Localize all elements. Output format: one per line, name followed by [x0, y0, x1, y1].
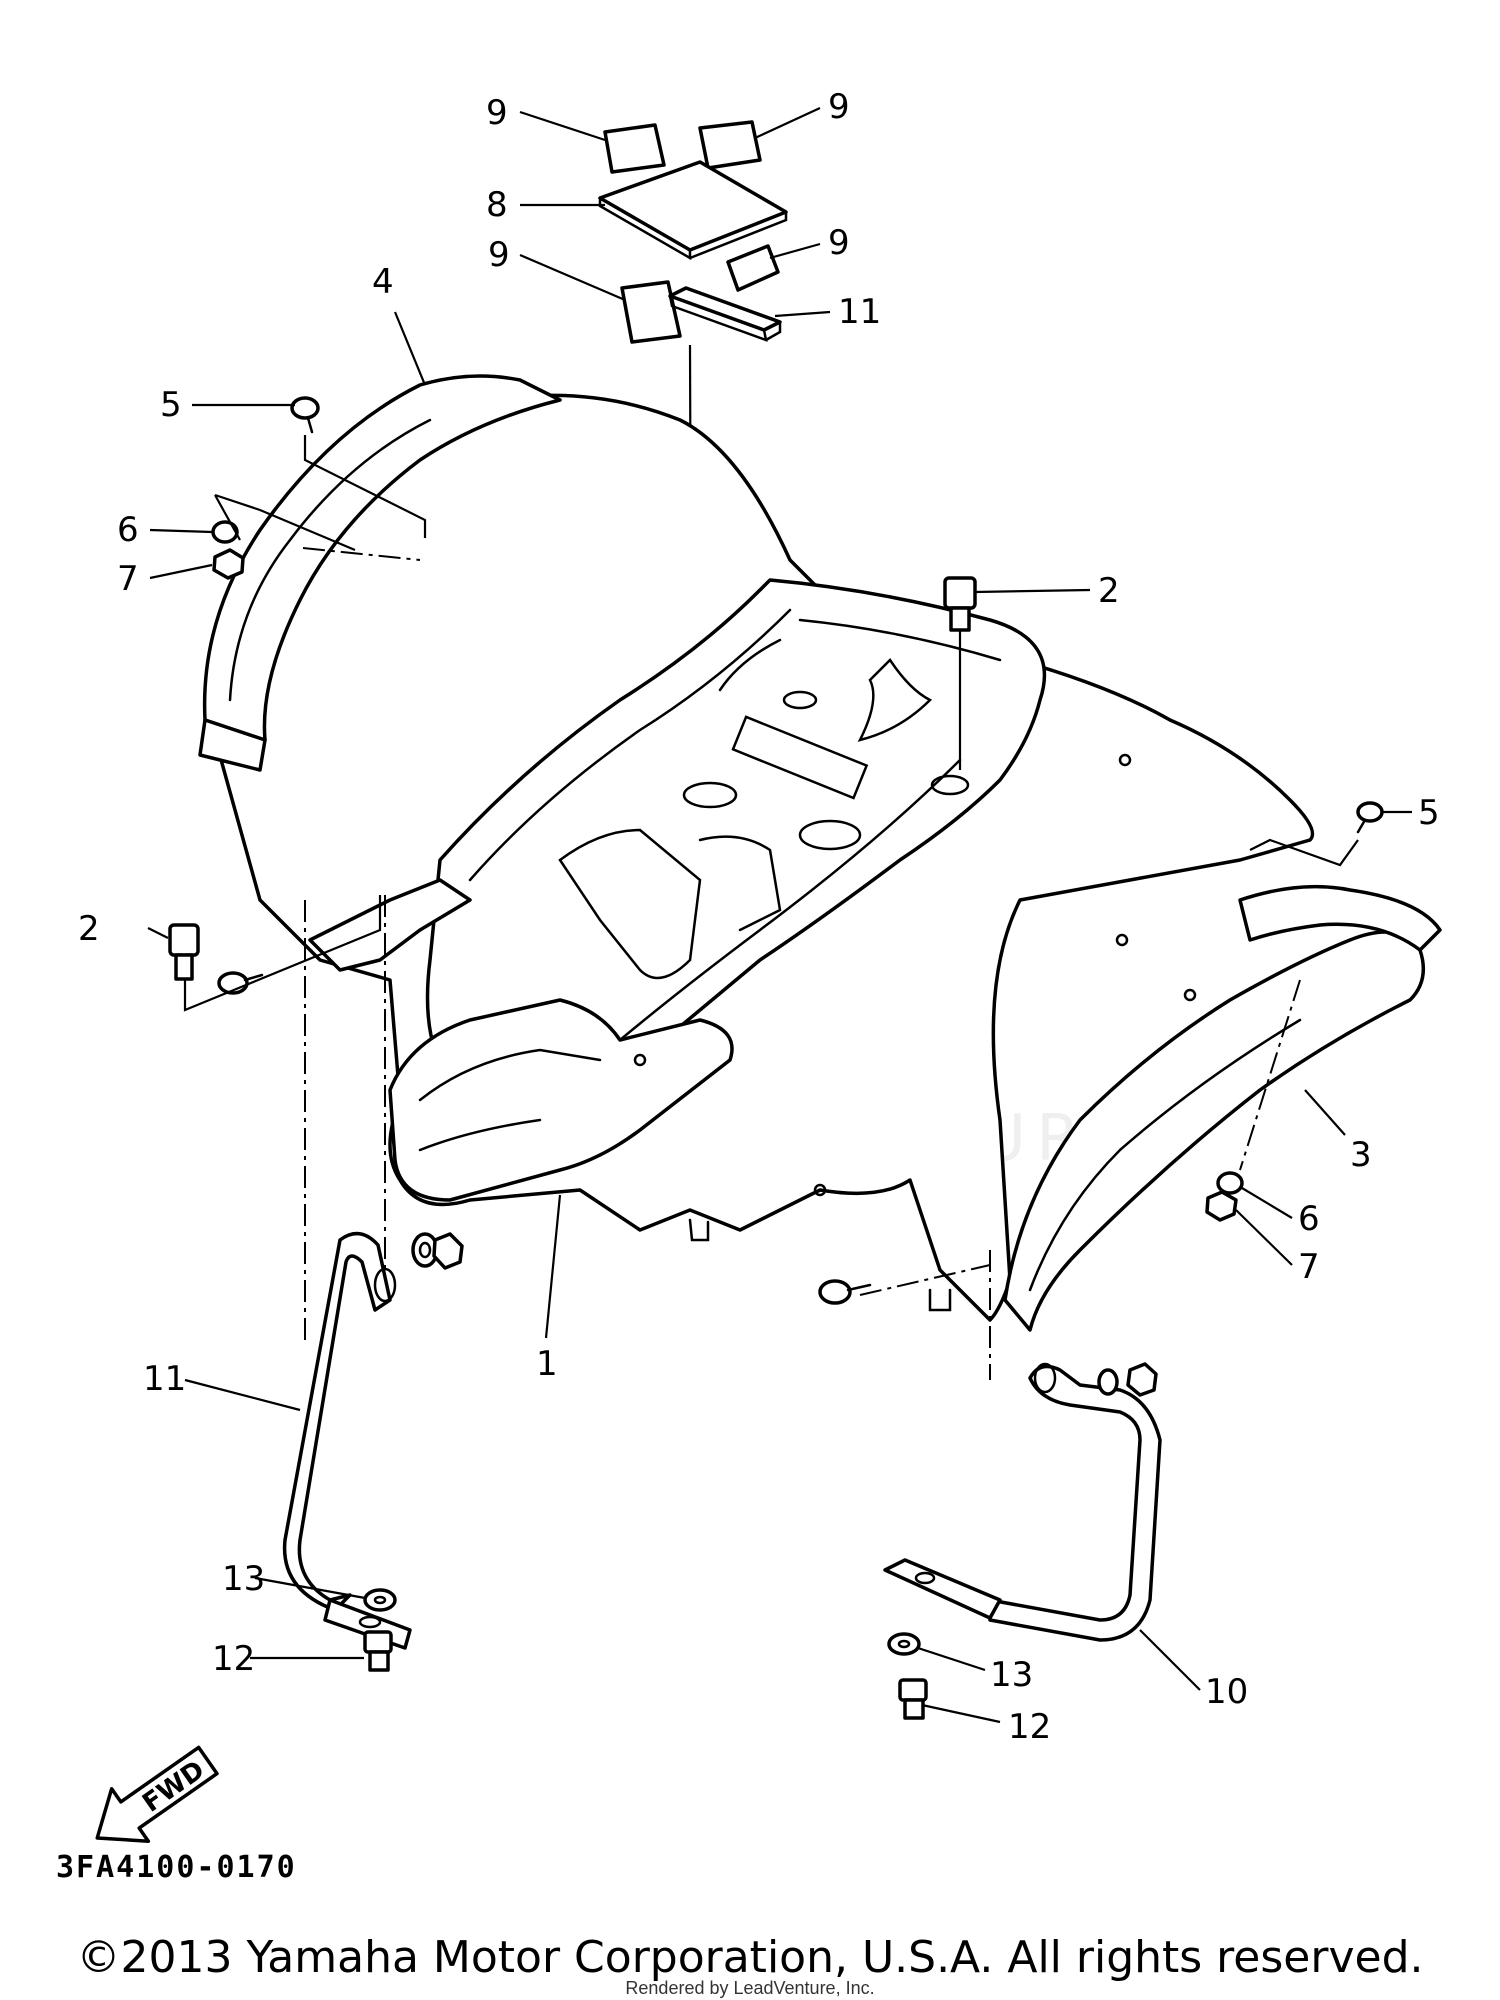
top-labels: [598, 120, 788, 344]
label-11-strip: [668, 286, 782, 332]
callout-numbers: 9 9 8 9 9 11 4 5 6 7 2 5 3 6 7 2 1 11 13…: [78, 87, 1440, 1747]
label-9-top-left: [603, 123, 666, 174]
callout-11-bottom: 11: [143, 1359, 186, 1399]
label-8: [598, 160, 788, 252]
callout-2-top: 2: [1098, 571, 1120, 611]
callout-9-right: 9: [828, 223, 850, 263]
label-9-top-right: [698, 120, 762, 170]
rendered-by-note: Rendered by LeadVenture, Inc.: [625, 1978, 875, 1998]
callout-9-top-left: 9: [486, 93, 508, 133]
callout-10: 10: [1205, 1672, 1248, 1712]
callout-12-right: 12: [1008, 1707, 1051, 1747]
callout-4: 4: [372, 262, 394, 302]
callout-6-left: 6: [117, 510, 139, 550]
nuts-right-bar: [1097, 1362, 1158, 1397]
callout-11-top: 11: [838, 292, 881, 332]
fasteners: [168, 396, 1384, 1720]
callout-13-right: 13: [990, 1655, 1033, 1695]
label-9-right: [726, 244, 780, 292]
callout-6-right: 6: [1298, 1199, 1320, 1239]
left-brace: [308, 878, 472, 972]
callout-7-right: 7: [1298, 1247, 1320, 1287]
side-flap-right: [1003, 884, 1442, 1332]
callout-13-left: 13: [222, 1559, 265, 1599]
leader-lines: [147, 107, 1412, 1724]
copyright-notice: ©2013 Yamaha Motor Corporation, U.S.A. A…: [76, 1932, 1424, 1983]
callout-3: 3: [1350, 1135, 1372, 1175]
callout-9-left: 9: [488, 235, 510, 275]
nuts-left-bar: [411, 1232, 464, 1270]
callout-2-left: 2: [78, 909, 100, 949]
grab-bar-right: [883, 1362, 1162, 1642]
callout-8: 8: [486, 185, 508, 225]
fwd-arrow: FWD: [95, 1745, 219, 1843]
diagram-code: 3FA4100-0170: [56, 1850, 297, 1885]
rear-fender-assembly: [208, 393, 1315, 1322]
callout-1: 1: [536, 1344, 558, 1384]
callout-9-top-right: 9: [828, 87, 850, 127]
callout-7-left: 7: [117, 559, 139, 599]
tub-slot: [731, 715, 869, 800]
assembly-lines: [183, 435, 1359, 1380]
front-storage-box: [388, 998, 734, 1202]
callout-5-right: 5: [1418, 793, 1440, 833]
side-flap-left: [198, 374, 562, 772]
callout-5-left: 5: [160, 385, 182, 425]
label-9-left: [620, 280, 682, 344]
callout-12-left: 12: [212, 1639, 255, 1679]
